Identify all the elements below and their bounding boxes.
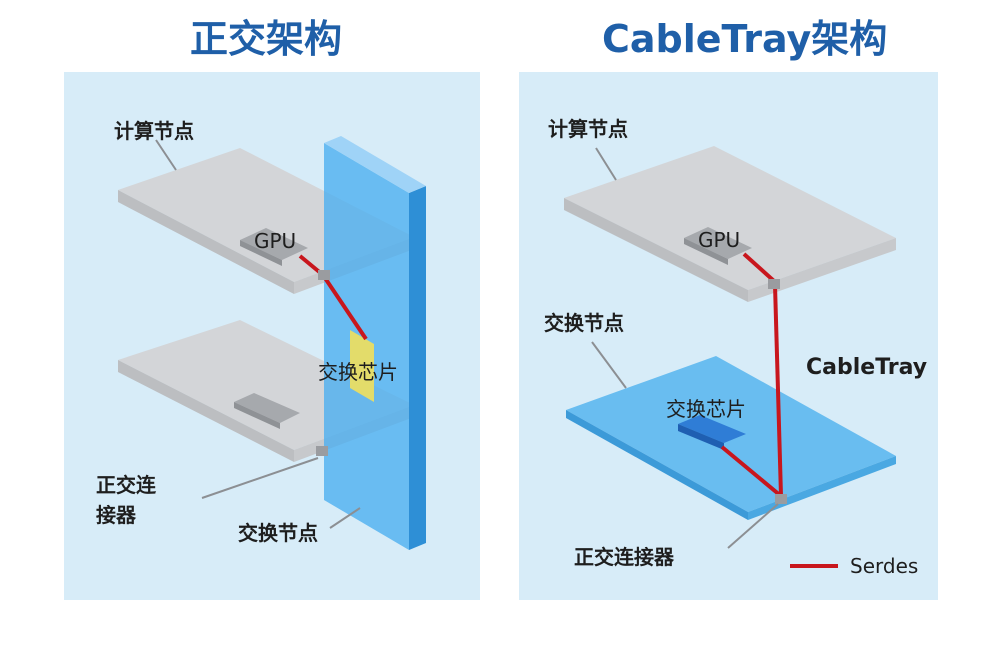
right-serdes-cabletray [773, 284, 783, 497]
right-serdes-chip-connector [720, 445, 783, 498]
left-switch-plane [324, 136, 426, 550]
right-connector-top [768, 279, 780, 289]
legend-serdes-label: Serdes [850, 554, 918, 578]
right-compute-node-leader [595, 147, 617, 181]
left-switch-node-leader [329, 507, 361, 529]
left-connector-label-line2: 接器 [96, 503, 137, 527]
right-connector-label: 正交连接器 [574, 545, 675, 569]
right-compute-board [564, 146, 896, 302]
right-switch-node-label: 交换节点 [544, 311, 624, 335]
right-gpu-label: GPU [698, 228, 740, 252]
right-compute-node-label: 计算节点 [548, 117, 628, 141]
left-compute-node-leader [155, 139, 177, 171]
left-switch-chip [350, 330, 374, 402]
left-serdes-connector-chip [321, 273, 368, 341]
left-connector-leader [201, 457, 319, 499]
right-connector-leader [727, 503, 779, 549]
right-serdes-gpu-connector [742, 252, 776, 283]
left-title: 正交架构 [190, 17, 343, 61]
right-gpu-chip [684, 227, 752, 265]
left-connector-upper [318, 270, 330, 280]
left-connector-lower [316, 446, 328, 456]
right-connector-bottom [775, 494, 787, 504]
left-connector-label-line1: 正交连 [96, 473, 157, 497]
left-switch-chip-label: 交换芯片 [318, 360, 398, 384]
right-switch-chip [678, 415, 746, 450]
right-switch-chip-label: 交换芯片 [666, 397, 746, 421]
left-gpu-chip [240, 228, 308, 266]
right-cabletray-label: CableTray [806, 355, 927, 380]
left-switch-node-label: 交换节点 [238, 521, 318, 545]
right-switch-node-leader [591, 341, 627, 389]
left-lower-chip [234, 393, 300, 429]
right-title: CableTray架构 [602, 17, 888, 61]
left-gpu-label: GPU [254, 229, 296, 253]
left-compute-node-label: 计算节点 [114, 119, 194, 143]
